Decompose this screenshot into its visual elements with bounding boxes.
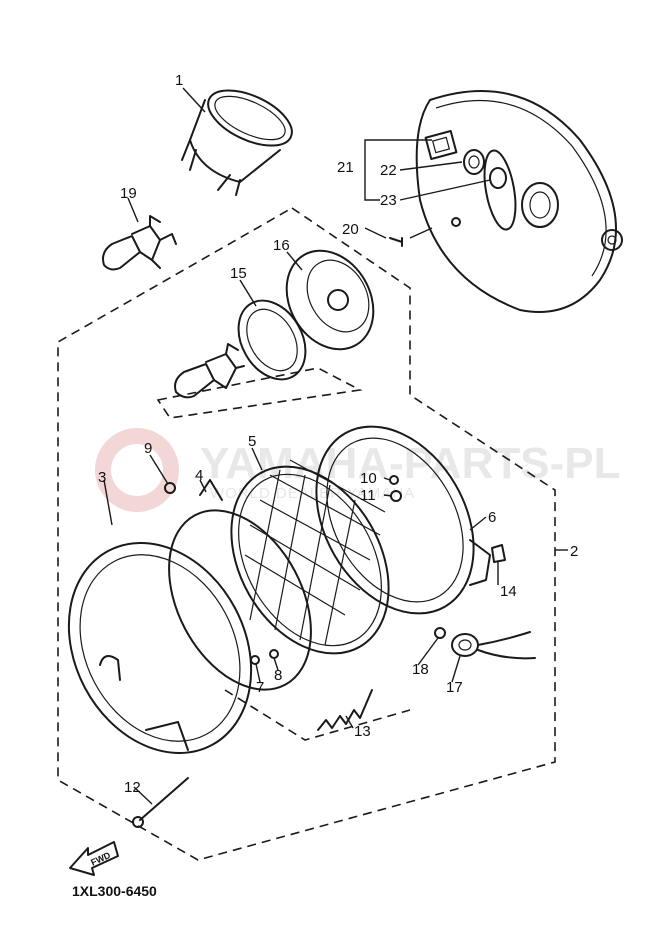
callout-4: 4 [195,467,203,484]
callout-15: 15 [230,265,247,282]
part-18-grommet [434,627,446,639]
callout-10: 10 [360,470,377,487]
callout-22: 22 [380,162,397,179]
part-6-rim [315,425,491,615]
callout-8: 8 [274,667,282,684]
part-19-bulb [102,215,177,271]
part-9-screw [164,482,176,494]
callout-3: 3 [98,469,106,486]
callout-9: 9 [144,440,152,457]
callout-6: 6 [488,509,496,526]
callout-18: 18 [412,661,429,678]
callout-14: 14 [500,583,517,600]
part-1-meter [181,89,293,196]
part-12-screw-head [132,816,144,828]
callout-16: 16 [273,237,290,254]
part-bulb-inner [174,343,245,399]
part-8-washer [269,649,279,659]
watermark-text: YAMAHA-PARTS-PL [200,439,620,488]
callout-17: 17 [446,679,463,696]
part-22-grommet [463,149,485,175]
leader-lines [103,87,568,805]
part-20-screw [389,237,403,247]
forward-arrow: FWD [69,841,119,876]
part-7-screw [250,655,260,665]
part-12-screw [139,777,189,821]
bolt-group-outline [224,689,411,741]
watermark: YAMAHA-PARTS-PL WORLD DEALER YAMAHA [95,428,620,512]
callout-1: 1 [175,72,183,89]
callout-23: 23 [380,192,397,209]
part-14-bracket [491,544,506,563]
part-4-inner-ring [168,479,312,691]
part-15-ring [237,299,307,381]
part-23-washer [489,167,507,189]
callout-labels: 1 2 3 4 5 6 7 8 9 10 11 12 13 14 15 16 1… [98,72,578,796]
diagram-code: 1XL300-6450 [72,883,157,899]
callout-12: 12 [124,779,141,796]
part-5-lens [230,459,390,655]
assembly-outline [57,207,556,861]
bulb-group-outline [156,367,363,419]
callout-11: 11 [360,487,376,504]
part-16-cover [285,249,375,351]
callout-19: 19 [120,185,137,202]
part-17-socket [451,631,536,660]
callout-20: 20 [342,221,359,238]
watermark-subtext: WORLD DEALER YAMAHA [210,485,415,502]
part-3-outer-rim [67,541,253,755]
callout-2: 2 [570,543,578,560]
callout-13: 13 [354,723,371,740]
part-headlight-shell [415,90,623,313]
callout-21: 21 [337,159,354,176]
callout-5: 5 [248,433,256,450]
part-13-spring [317,689,373,731]
callout-7: 7 [256,679,264,696]
